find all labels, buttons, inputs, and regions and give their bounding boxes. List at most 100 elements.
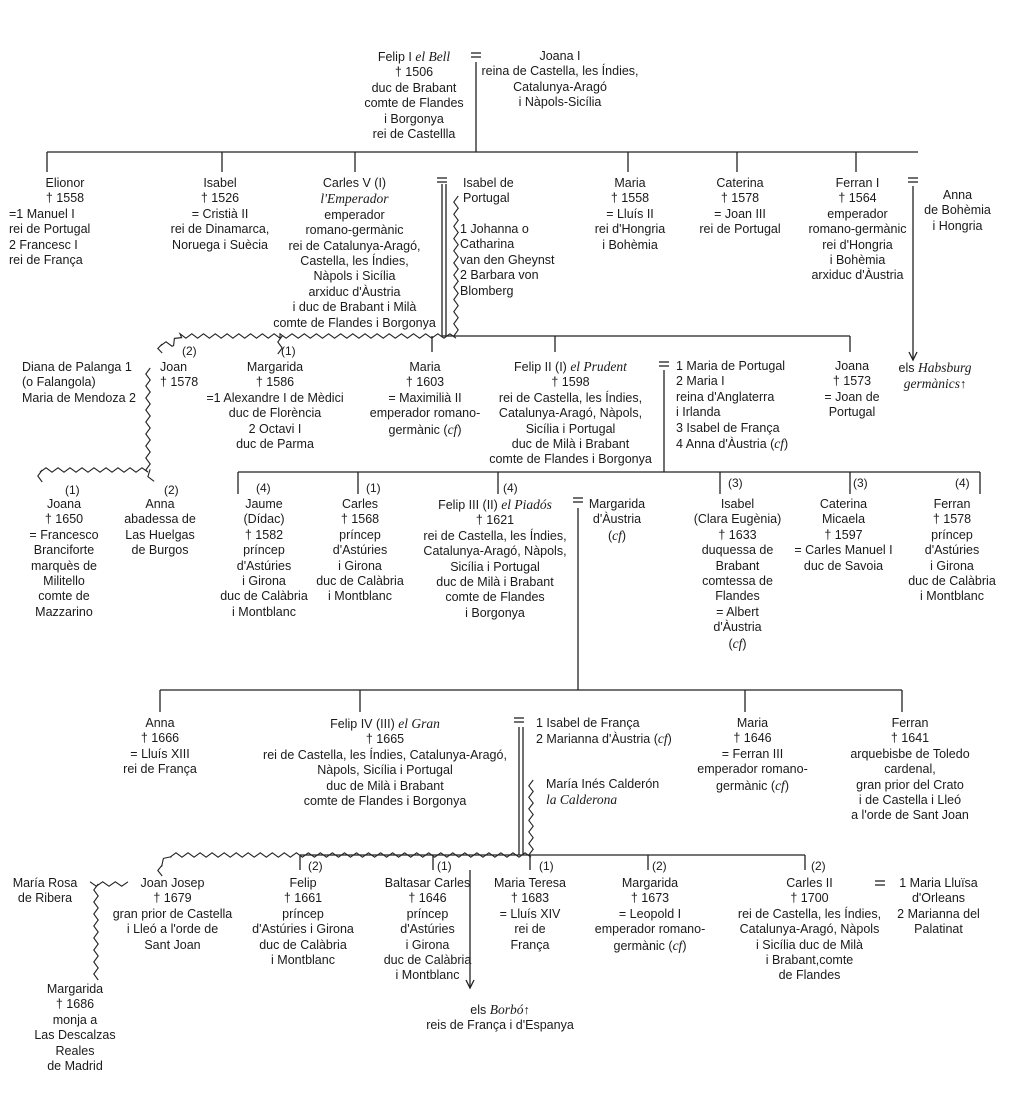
node-line: Margarida [588, 497, 646, 511]
node-line: duc de Savoia [803, 558, 884, 573]
node-line: Las Huelgas [125, 527, 195, 542]
node-line: Felip [289, 876, 317, 890]
node-line: † 1586 [255, 375, 295, 390]
node-line: † 1666 [140, 731, 180, 746]
node-line: rei de Castella, les Índies, [423, 528, 567, 543]
node-line: rei de Dinamarca, [170, 222, 270, 237]
els-borbo: els Borbó↑reis de França i d'Espanya [410, 1002, 590, 1034]
node-line: Carles II [786, 876, 833, 890]
node-line: Felip I el Bell [377, 49, 451, 64]
node-line: † 1526 [200, 191, 240, 206]
node-line: reis de França i d'Espanya [426, 1018, 574, 1033]
node-line: Micaela [821, 512, 866, 527]
node-line: † 1598 [551, 375, 590, 390]
node-line: arxiduc d'Àustria [308, 284, 401, 299]
node-line: romano-germànic [808, 222, 907, 237]
node-line: † 1603 [405, 375, 445, 390]
node-line: Felip III (II) el Piadós [438, 497, 552, 512]
node-line: 2 Octavi I [248, 421, 302, 436]
node-line: (Dídac) [243, 512, 285, 527]
node-line: Maria [736, 716, 769, 730]
node-line: germànic (cf) [716, 777, 789, 793]
node-line: rei d'Hongria [594, 222, 666, 237]
node-line: duc de Calàbria [908, 574, 996, 589]
node-line: † 1506 [394, 65, 434, 80]
node-line: † 1578 [932, 512, 972, 527]
node-line: Margarida [46, 982, 104, 996]
node-line: arquebisbe de Toledo [850, 746, 970, 761]
node-line: † 1679 [153, 891, 192, 906]
node-line: els Borbó↑ [470, 1002, 530, 1017]
node-line: 2 Francesc I [9, 237, 78, 252]
node-line: Reales [55, 1043, 95, 1058]
node-line: i de Castella i Lleó [858, 793, 962, 808]
node-line: d'Àustria [713, 620, 762, 635]
node-line: germànic (cf) [613, 937, 687, 953]
node-line: Caterina [819, 497, 868, 511]
node-line: Catalunya-Aragó, Nàpols, [498, 406, 643, 421]
node-line: de Bohèmia [924, 203, 991, 218]
node-line: comtessa de [702, 574, 773, 589]
node-line: Isabel [720, 497, 755, 511]
node-line: duquessa de [701, 543, 774, 558]
node-line: † 1633 [718, 527, 757, 542]
node-line: = Francesco [29, 527, 99, 542]
node-line: 1 Isabel de França [536, 716, 640, 730]
node-line: cardenal, [884, 762, 936, 777]
node-line: rei de Catalunya-Aragó, [288, 238, 421, 253]
node-line: Carles [341, 497, 379, 511]
node-line: Castella, les Índies, [300, 254, 409, 269]
connector [157, 852, 532, 877]
node-line: i Montblanc [395, 968, 460, 983]
node-line: Anna [942, 188, 973, 202]
node-line: comte de Flandes [364, 96, 464, 111]
node-line: Joana I [539, 49, 581, 63]
node-line: † 1673 [630, 891, 670, 906]
connector [157, 332, 457, 354]
node-line: Elionor [45, 176, 85, 190]
node-line: comte de [38, 589, 90, 604]
node-line: i Nàpols-Sicília [518, 95, 602, 110]
node-line: 2 Barbara von [460, 268, 539, 283]
node-line: emperador [827, 206, 888, 221]
node-line: Catalunya-Aragó [513, 79, 607, 94]
node-line: Portugal [828, 405, 876, 420]
node-line: d'Àustria [592, 512, 642, 527]
node-line: rei d'Hongria [822, 237, 893, 252]
node-line: † 1564 [838, 191, 877, 206]
node-line: Catalunya-Aragó, Nàpols [739, 922, 880, 937]
node-line: França [510, 937, 550, 952]
order-number: (2) [652, 859, 667, 873]
node-line: Diana de Palanga 1 [22, 360, 132, 374]
node-line: Jaume [245, 497, 283, 511]
node-line: María Inés Calderón [546, 777, 660, 791]
node-line: 1 Johanna o [460, 222, 529, 236]
node-line: reina de Castella, les Índies, [481, 64, 639, 79]
node-line: † 1582 [244, 527, 284, 542]
node-line: duc de Calàbria [316, 574, 404, 589]
node-line: de Burgos [131, 543, 189, 558]
order-number: (3) [853, 476, 868, 490]
node-line: príncep [406, 906, 449, 921]
node-line: Ferran [891, 716, 929, 730]
connector [147, 469, 155, 482]
node-line: germànics↑ [903, 376, 967, 392]
node-line: (cf) [607, 527, 627, 543]
node-line: Felip IV (III) el Gran [330, 716, 440, 731]
node-line: d'Astúries [332, 543, 388, 558]
node-line: príncep [243, 543, 285, 558]
node-line: els Habsburg [898, 360, 972, 375]
